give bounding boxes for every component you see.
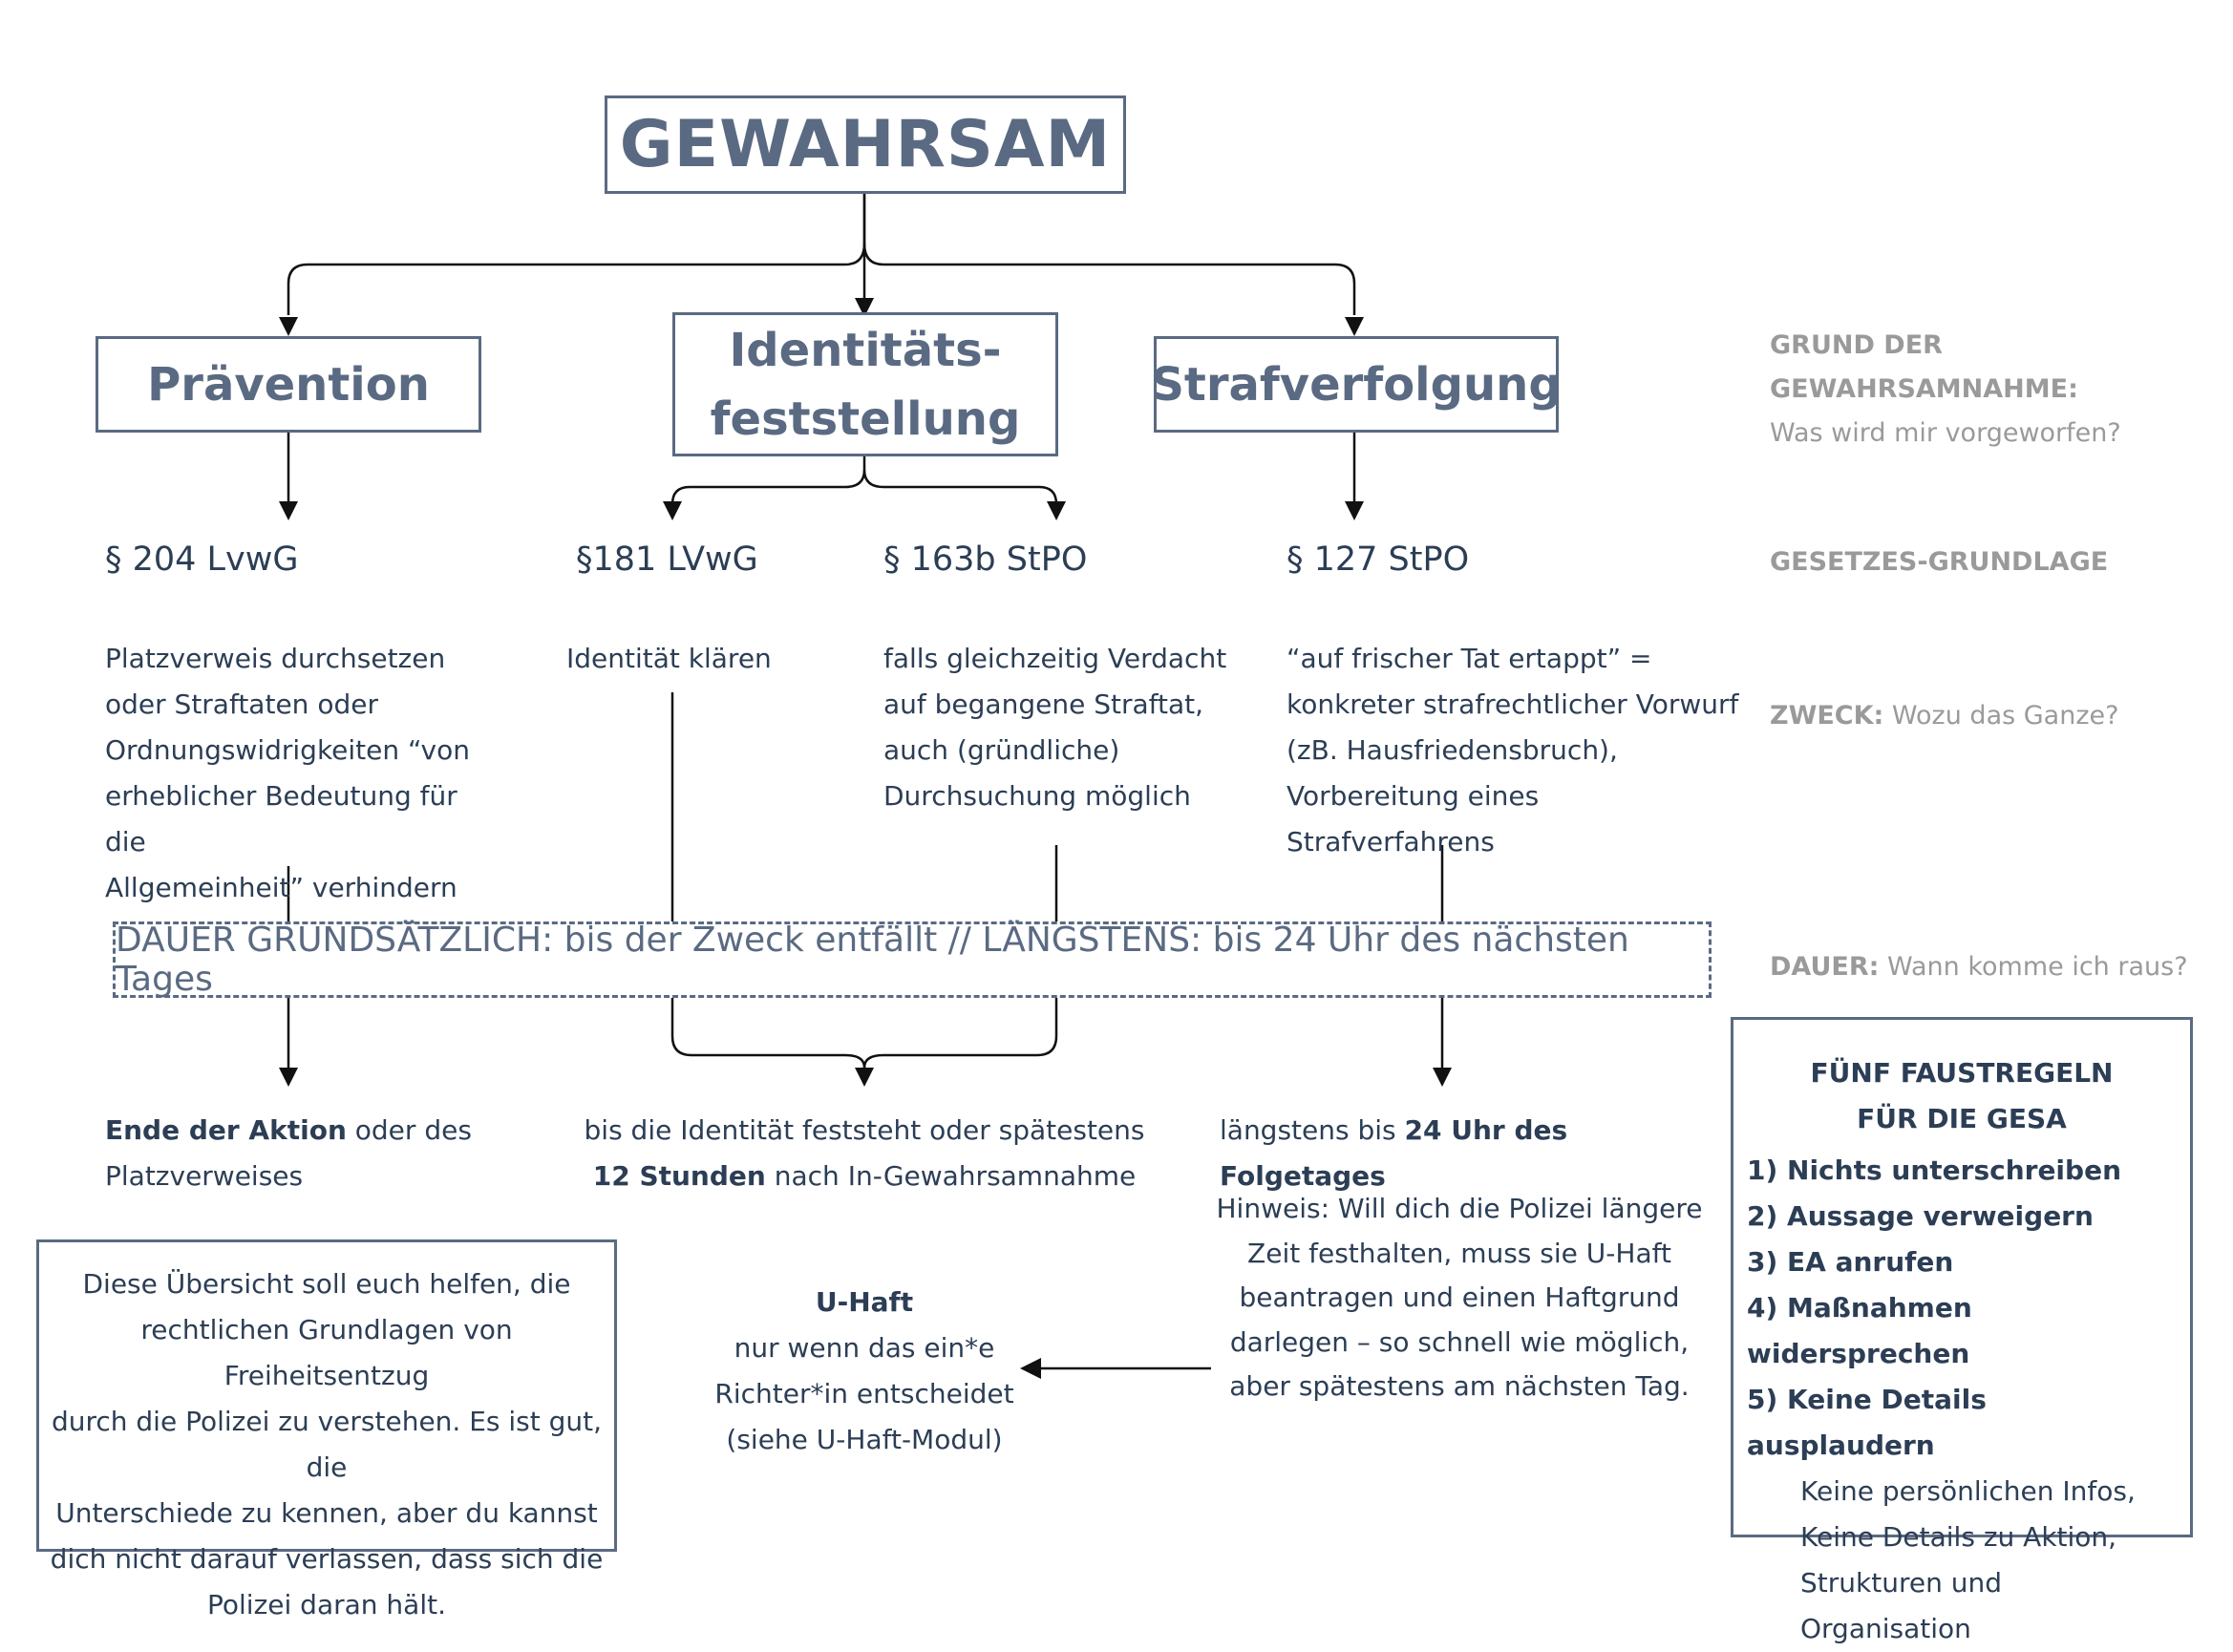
purpose-stpo-163b-line: auch (gründliche)	[883, 734, 1120, 766]
duration-praevention-rest: oder des	[346, 1114, 472, 1146]
hinweis-text: Hinweis: Will dich die Polizei längere Z…	[1211, 1187, 1708, 1409]
category-praevention: Prävention	[96, 336, 481, 433]
rule-item: 3) EA anrufen	[1747, 1246, 1954, 1278]
side-label-dauer-rest: Wann komme ich raus?	[1879, 952, 2188, 982]
rule-sub-item: Strukturen und Organisation	[1800, 1567, 2002, 1644]
connector-duration-merge-right	[862, 998, 1058, 1069]
category-identitaetsfeststellung: Identitäts- feststellung	[672, 312, 1058, 456]
duration-strafverfolgung: längstens bis 24 Uhr des Folgetages	[1220, 1108, 1697, 1199]
rules-title-1: FÜNF FAUSTREGELN	[1810, 1057, 2114, 1089]
uhaft-line: nur wenn das ein*e	[734, 1332, 995, 1364]
uhaft-block: U-Haft nur wenn das ein*e Richter*in ent…	[712, 1280, 1017, 1463]
purpose-stpo-163b: falls gleichzeitig Verdacht auf begangen…	[883, 636, 1246, 819]
info-box-line: durch die Polizei zu verstehen. Es ist g…	[51, 1406, 603, 1483]
uhaft-title: U-Haft	[815, 1286, 914, 1318]
info-box-line: rechtlichen Grundlagen von Freiheitsentz…	[140, 1314, 513, 1391]
purpose-stpo-163b-line: Durchsuchung möglich	[883, 780, 1191, 812]
info-box-line: dich nicht darauf verlassen, dass sich d…	[50, 1543, 604, 1575]
law-stpo-127: § 127 StPO	[1287, 540, 1470, 579]
duration-identitaet: bis die Identität feststeht oder spätest…	[554, 1108, 1175, 1199]
category-strafverfolgung: Strafverfolgung	[1151, 336, 1562, 433]
side-label-grund-rest: Was wird mir vorgeworfen?	[1770, 418, 2121, 448]
side-label-grund: GRUND DER GEWAHRSAMNAHME: Was wird mir v…	[1770, 324, 2171, 455]
purpose-praevention-line: Platzverweis durchsetzen	[105, 643, 446, 674]
connector-identitaet-split	[670, 456, 866, 505]
category-identitaet-label-2: feststellung	[710, 392, 1021, 446]
side-label-zweck: ZWECK: Wozu das Ganze?	[1770, 694, 2118, 738]
hinweis-line: aber spätestens am nächsten Tag.	[1229, 1370, 1690, 1402]
law-lvwg-181: §181 LVwG	[576, 540, 758, 579]
connector-identitaet-split-right	[862, 469, 1058, 505]
duration-praevention: Ende der Aktion oder des Platzverweises	[105, 1108, 525, 1199]
duration-praevention-line-2: Platzverweises	[105, 1160, 304, 1192]
rules-title-2: FÜR DIE GESA	[1857, 1103, 2067, 1134]
hinweis-line: darlegen – so schnell wie möglich,	[1229, 1325, 1690, 1358]
rules-box: FÜNF FAUSTREGELN FÜR DIE GESA 1) Nichts …	[1731, 1017, 2193, 1644]
connector-duration-merge	[670, 998, 866, 1069]
side-label-zweck-rest: Wozu das Ganze?	[1883, 701, 2119, 731]
info-box: Diese Übersicht soll euch helfen, die re…	[36, 1239, 617, 1620]
duration-straf-bold: 24 Uhr des Folgetages	[1220, 1114, 1568, 1192]
info-box-line: Diese Übersicht soll euch helfen, die	[82, 1268, 571, 1300]
purpose-praevention-line: erheblicher Bedeutung für die	[105, 780, 457, 858]
purpose-identitaet: Identität klären	[566, 643, 772, 674]
category-strafverfolgung-label: Strafverfolgung	[1151, 357, 1562, 412]
rule-item: 5) Keine Details ausplaudern	[1747, 1384, 1987, 1461]
purpose-stpo-127-line: “auf frischer Tat ertappt” =	[1287, 643, 1652, 674]
duration-praevention-bold: Ende der Aktion	[105, 1114, 347, 1146]
duration-banner-text: DAUER GRUNDSÄTZLICH: bis der Zweck entfä…	[116, 921, 1629, 999]
side-label-grund-bold-2: GEWAHRSAMNAHME:	[1770, 374, 2078, 404]
purpose-praevention: Platzverweis durchsetzen oder Straftaten…	[105, 636, 506, 911]
side-label-dauer: DAUER: Wann komme ich raus?	[1770, 945, 2188, 989]
purpose-stpo-127: “auf frischer Tat ertappt” = konkreter s…	[1287, 636, 1745, 865]
law-stpo-163b: § 163b StPO	[883, 540, 1088, 579]
category-praevention-label: Prävention	[147, 357, 430, 412]
purpose-stpo-127-line: (zB. Hausfriedensbruch),	[1287, 734, 1618, 766]
side-label-gesetz: GESETZES-GRUNDLAGE	[1770, 540, 2108, 584]
hinweis-line: beantragen und einen Haftgrund	[1239, 1281, 1680, 1313]
hinweis-line: Zeit festhalten, muss sie U-Haft	[1247, 1237, 1671, 1269]
purpose-stpo-127-line: konkreter strafrechtlicher Vorwurf	[1287, 688, 1739, 720]
side-label-dauer-bold: DAUER:	[1770, 952, 1880, 982]
connector-title-right	[862, 243, 1356, 315]
purpose-stpo-163b-line: auf begangene Straftat,	[883, 688, 1204, 720]
law-lvwg-204: § 204 LvwG	[105, 540, 299, 579]
duration-identitaet-line-1: bis die Identität feststeht oder spätest…	[584, 1114, 1145, 1146]
hinweis-line: Hinweis: Will dich die Polizei längere	[1216, 1193, 1703, 1224]
category-identitaet-label-1: Identitäts-	[729, 323, 1002, 377]
duration-banner: DAUER GRUNDSÄTZLICH: bis der Zweck entfä…	[113, 921, 1712, 999]
rule-sub-item: Keine persönlichen Infos,	[1800, 1475, 2136, 1507]
uhaft-line: Richter*in entscheidet	[714, 1378, 1014, 1409]
rule-sub-item: Keine Details zu Aktion,	[1800, 1521, 2117, 1553]
purpose-stpo-127-line: Vorbereitung eines Strafverfahrens	[1287, 780, 1540, 858]
duration-identitaet-bold: 12 Stunden	[592, 1160, 766, 1192]
uhaft-line: (siehe U-Haft-Modul)	[726, 1424, 1003, 1455]
main-title-box: GEWAHRSAM	[605, 95, 1126, 194]
side-label-grund-bold-1: GRUND DER	[1770, 330, 1943, 360]
rule-item: 1) Nichts unterschreiben	[1747, 1154, 2121, 1186]
side-label-zweck-bold: ZWECK:	[1770, 701, 1884, 731]
side-label-gesetz-text: GESETZES-GRUNDLAGE	[1770, 547, 2109, 577]
connector-lines	[279, 194, 1452, 1379]
purpose-praevention-line: Ordnungswidrigkeiten “von	[105, 734, 470, 766]
connector-title-split	[287, 194, 866, 315]
info-box-line: Polizei daran hält.	[207, 1589, 446, 1620]
rule-item: 2) Aussage verweigern	[1747, 1200, 2094, 1232]
rule-item: 4) Maßnahmen widersprechen	[1747, 1292, 1972, 1369]
purpose-praevention-line: Allgemeinheit” verhindern	[105, 872, 457, 903]
duration-straf-prefix: längstens bis	[1220, 1114, 1405, 1146]
main-title: GEWAHRSAM	[619, 107, 1112, 182]
purpose-praevention-line: oder Straftaten oder	[105, 688, 378, 720]
purpose-stpo-163b-line: falls gleichzeitig Verdacht	[883, 643, 1227, 674]
duration-identitaet-rest: nach In-Gewahrsamnahme	[765, 1160, 1137, 1192]
info-box-line: Unterschiede zu kennen, aber du kannst	[55, 1497, 598, 1529]
